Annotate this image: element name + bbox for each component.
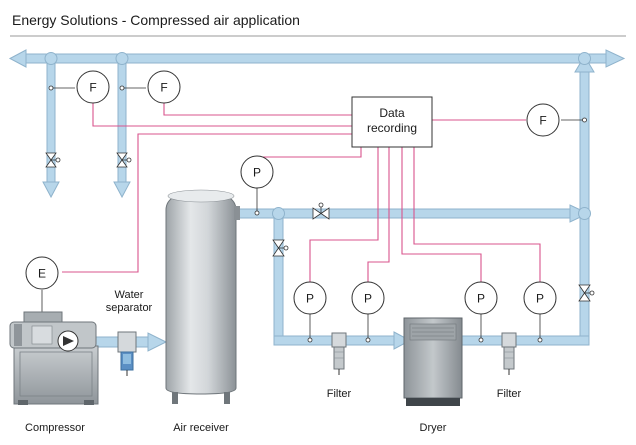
flow-meter-3: F	[526, 103, 560, 137]
svg-text:P: P	[253, 166, 261, 180]
flow-meter-1: F	[76, 70, 110, 104]
signal-lines	[62, 102, 541, 286]
label-air-receiver: Air receiver	[173, 422, 229, 434]
valve-branch-1	[45, 152, 61, 168]
svg-text:F: F	[539, 114, 546, 128]
mid-pipe	[237, 208, 573, 219]
valve-mid	[312, 202, 330, 220]
pressure-gauge-1: P	[240, 155, 274, 189]
down-pipe	[273, 217, 284, 342]
svg-text:P: P	[477, 292, 485, 306]
compressor	[9, 311, 99, 405]
label-water-separator-1: Water	[115, 289, 144, 301]
comp-arrow	[147, 332, 168, 352]
dryer	[403, 317, 463, 406]
svg-text:F: F	[160, 81, 167, 95]
data-recording-line2: recording	[367, 121, 417, 135]
svg-text:E: E	[38, 267, 46, 281]
water-separator	[117, 331, 137, 376]
pipe-junctions	[44, 52, 591, 220]
header-pipe	[23, 53, 607, 64]
pressure-gauge-5: P	[523, 281, 557, 315]
energy-meter: E	[25, 256, 59, 290]
header-arrow-left	[8, 49, 27, 68]
branch-arrow-1	[42, 181, 60, 199]
valves	[45, 152, 595, 302]
pressure-gauge-2: P	[293, 281, 327, 315]
air-receiver-tank	[165, 189, 240, 404]
valve-branch-2	[116, 152, 132, 168]
branch-arrow-2	[113, 181, 131, 199]
instrument-taps	[41, 85, 587, 343]
svg-text:P: P	[536, 292, 544, 306]
svg-text:F: F	[89, 81, 96, 95]
lower-arrow	[393, 331, 412, 350]
header-arrow-right	[605, 49, 626, 68]
label-water-separator-2: separator	[106, 302, 153, 314]
valve-down	[272, 239, 289, 257]
filter-2	[501, 332, 517, 375]
label-filter-1: Filter	[327, 388, 352, 400]
label-compressor: Compressor	[25, 422, 85, 434]
data-recording-box: Data recording	[351, 96, 433, 148]
flow-meter-2: F	[147, 70, 181, 104]
pressure-gauge-4: P	[464, 281, 498, 315]
pressure-gauge-3: P	[351, 281, 385, 315]
page-title: Energy Solutions - Compressed air applic…	[12, 12, 300, 28]
label-filter-2: Filter	[497, 388, 522, 400]
valve-riser	[578, 284, 595, 302]
svg-text:P: P	[364, 292, 372, 306]
filter-1	[331, 332, 347, 375]
label-dryer: Dryer	[420, 422, 447, 434]
data-recording-line1: Data	[379, 106, 405, 120]
svg-text:P: P	[306, 292, 314, 306]
